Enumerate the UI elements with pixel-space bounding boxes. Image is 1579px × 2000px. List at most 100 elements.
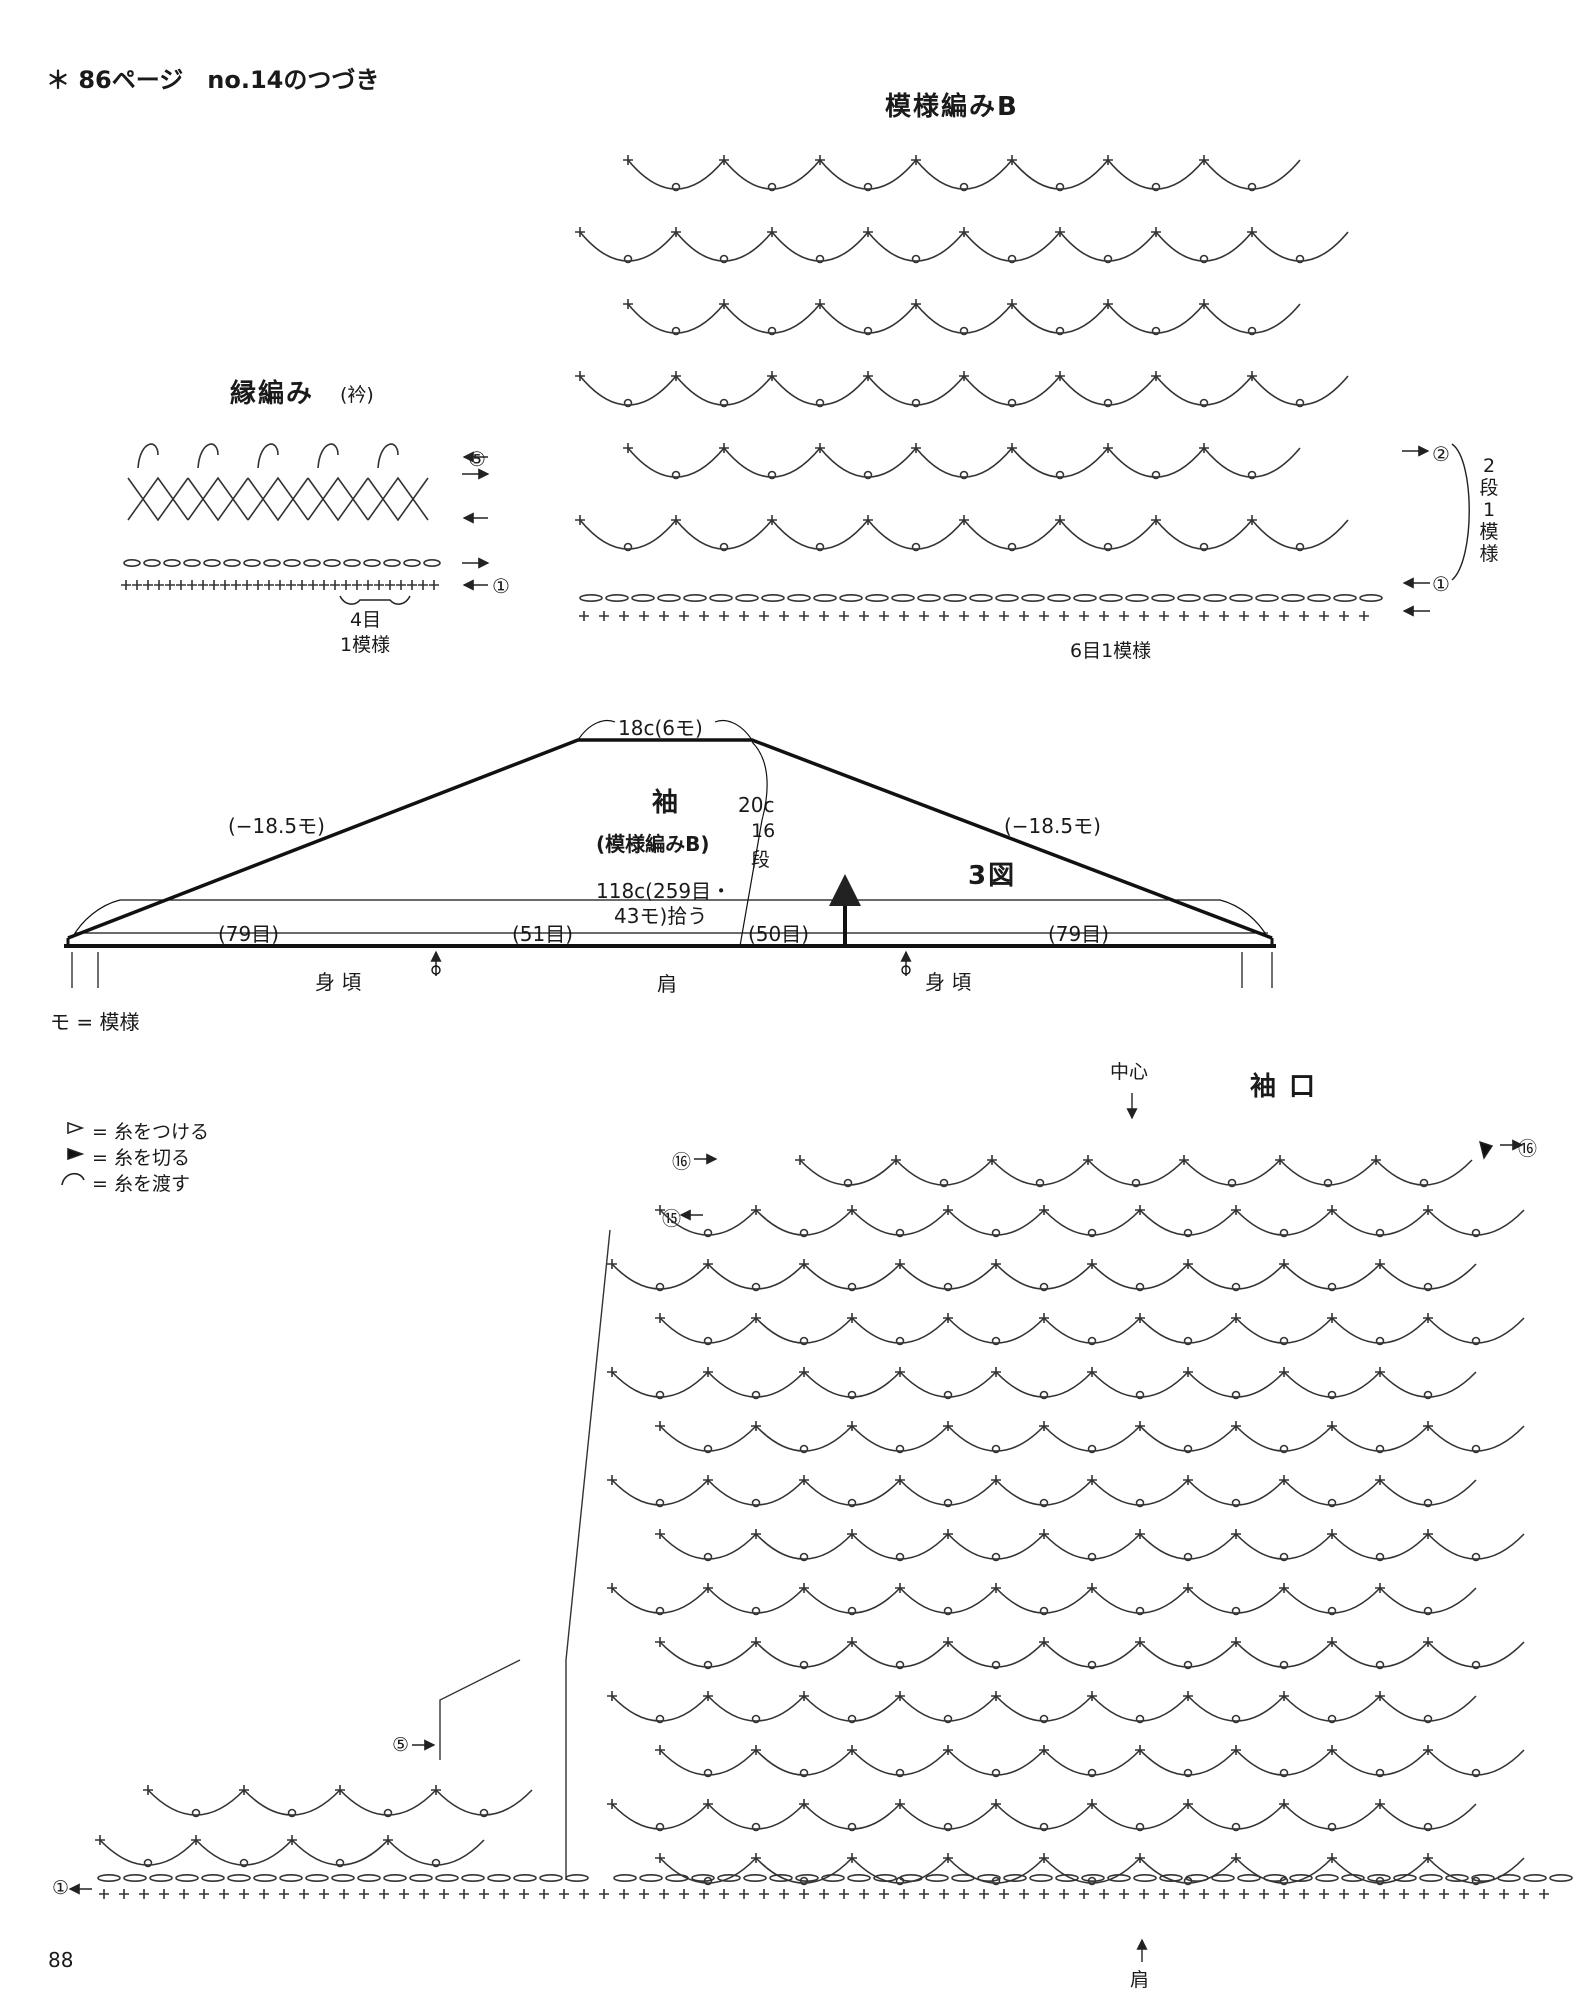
edging-loop [317,443,339,469]
chain-arch [659,1641,757,1668]
chain-arch [723,303,821,334]
single-crochet-stitch [1059,1889,1069,1899]
chain-stitch [769,1874,793,1883]
chain-stitch [363,558,381,567]
picot-stitch [1327,1390,1337,1400]
single-crochet-stitch [767,515,777,525]
chain-arch [1203,303,1301,334]
chain-stitch [925,1874,949,1883]
single-crochet-stitch [308,580,318,590]
single-crochet-stitch [439,1889,449,1899]
chain-arch [803,1695,901,1722]
chain-arch [915,303,1013,334]
single-crochet-stitch [1423,1205,1433,1215]
chain-stitch [743,1874,767,1883]
chain-stitch [1003,1874,1027,1883]
chain-stitch [639,1874,663,1883]
single-crochet-stitch [209,580,219,590]
edging-v-stitch [187,476,249,521]
single-crochet-stitch [895,1367,905,1377]
single-crochet-stitch [1423,1313,1433,1323]
picot-stitch [1375,1444,1385,1454]
picot-stitch [815,542,825,552]
chain-stitch [343,558,361,567]
chain-arch [995,1479,1093,1506]
single-crochet-stitch [719,1889,729,1899]
chain-arch [723,447,821,478]
sleeve-rows-num: 16 [751,820,776,842]
chain-stitch [865,593,889,602]
chain-arch [659,1857,757,1884]
chain-arch [1139,1425,1237,1452]
single-crochet-stitch [795,1155,805,1165]
chain-arch [995,1695,1093,1722]
picot-stitch [939,1178,949,1188]
single-crochet-stitch [259,1889,269,1899]
picot-stitch [799,1228,809,1238]
single-crochet-stitch [239,1889,249,1899]
chain-stitch [1185,1874,1209,1883]
chain-arch [1091,1695,1189,1722]
single-crochet-stitch [751,1853,761,1863]
single-crochet-stitch [863,515,873,525]
picot-stitch [1183,1228,1193,1238]
chain-stitch [1159,1874,1183,1883]
single-crochet-stitch [385,580,395,590]
chain-arch [707,1263,805,1290]
chain-arch [755,1533,853,1560]
single-crochet-stitch [943,1853,953,1863]
chain-arch [1011,447,1109,478]
single-crochet-stitch [659,611,669,621]
chain-arch [195,1839,293,1866]
picot-stitch [847,1498,857,1508]
chain-stitch [403,558,421,567]
chain-arch [1235,1749,1333,1776]
chain-stitch [423,558,441,567]
picot-stitch [1039,1498,1049,1508]
picot-stitch [991,1228,1001,1238]
single-crochet-stitch [575,371,585,381]
picot-stitch [191,1808,201,1818]
chain-stitch [513,1874,537,1883]
picot-stitch [895,1228,905,1238]
picot-stitch [1231,1822,1241,1832]
picot-stitch [239,1858,249,1868]
single-crochet-stitch [815,443,825,453]
chain-stitch [1229,593,1253,602]
single-crochet-stitch [559,1889,569,1899]
chain-stitch [123,558,141,567]
chain-stitch [1125,593,1149,602]
chain-stitch [1393,1874,1417,1883]
single-crochet-stitch [919,1889,929,1899]
single-crochet-stitch [1375,1475,1385,1485]
single-crochet-stitch [699,611,709,621]
sleeve-pickup-line2: 43モ)拾う [614,904,708,928]
single-crochet-stitch [1183,1799,1193,1809]
picot-stitch [1279,1444,1289,1454]
chain-arch [755,1749,853,1776]
picot-stitch [1295,398,1305,408]
picot-stitch [1327,1282,1337,1292]
chain-arch [611,1371,709,1398]
picot-stitch [1327,1606,1337,1616]
single-crochet-stitch [575,227,585,237]
chain-arch [627,447,725,478]
chain-arch [1331,1533,1429,1560]
single-crochet-stitch [943,1529,953,1539]
chain-arch [291,1839,389,1866]
chain-arch [1059,231,1157,262]
picot-stitch [383,1808,393,1818]
chain-arch [803,1371,901,1398]
single-crochet-stitch [655,1637,665,1647]
picot-stitch [1327,1714,1337,1724]
single-crochet-stitch [1135,1421,1145,1431]
single-crochet-stitch [1055,371,1065,381]
single-crochet-stitch [1199,1889,1209,1899]
chain-stitch [1341,1874,1365,1883]
edging-v-stitch [307,476,369,521]
single-crochet-stitch [979,1889,989,1899]
legend-attach-text: = 糸をつける [92,1121,209,1143]
chain-arch [851,1209,949,1236]
single-crochet-stitch [599,1889,609,1899]
single-crochet-stitch [479,1889,489,1899]
